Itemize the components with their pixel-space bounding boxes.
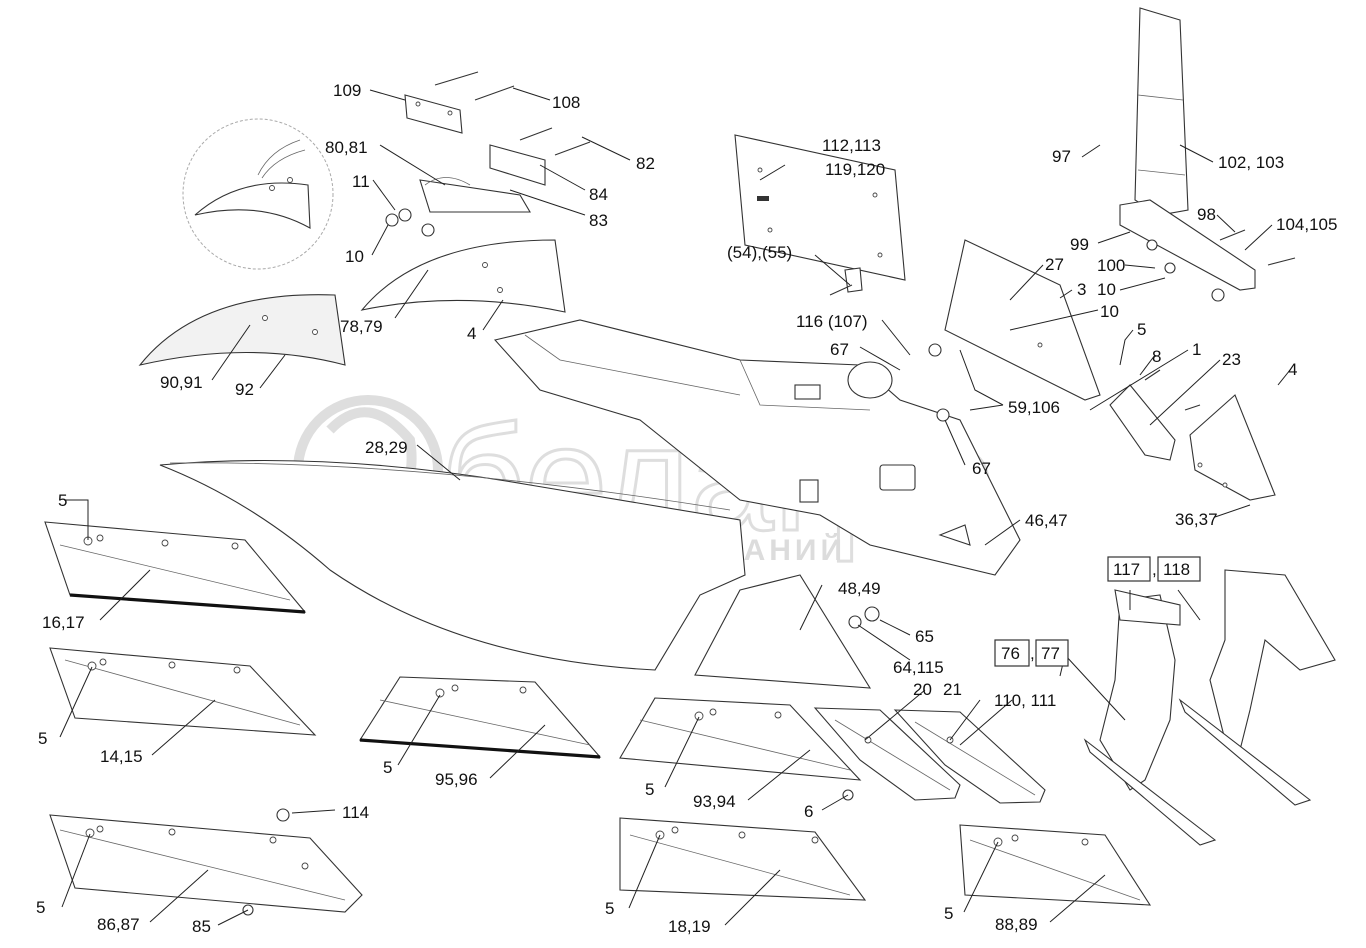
label-11: 11 [352, 172, 370, 191]
label-10-c: 10 [1100, 302, 1119, 321]
label-46-47: 46,47 [1025, 511, 1068, 530]
wing-90-91 [138, 294, 346, 366]
label-85: 85 [192, 917, 211, 936]
share-93-94 [619, 697, 862, 801]
label-78-79: 78,79 [340, 317, 383, 336]
label-54-55: (54),(55) [727, 243, 792, 262]
share-16-17 [44, 521, 307, 614]
share-86-87 [49, 808, 363, 916]
label-95-96: 95,96 [435, 770, 478, 789]
label-109: 109 [333, 81, 361, 100]
label-116-107: 116 (107) [796, 312, 868, 331]
label-comma-1: , [1152, 560, 1157, 579]
label-67-a: 67 [830, 340, 849, 359]
wing-78-79 [360, 239, 566, 313]
shank-102-103 [1134, 7, 1189, 216]
leader-lines [59, 87, 1291, 926]
label-83: 83 [589, 211, 608, 230]
label-1: 1 [1192, 340, 1201, 359]
label-92: 92 [235, 380, 254, 399]
main-frame [493, 319, 1021, 576]
bracket-104-105 [1119, 199, 1296, 302]
label-20: 20 [913, 680, 932, 699]
label-108: 108 [552, 93, 580, 112]
plate-27 [944, 239, 1101, 401]
bracket-80-81 [385, 177, 531, 237]
label-28-29: 28,29 [365, 438, 408, 457]
label-27: 27 [1045, 255, 1064, 274]
label-5-g: 5 [605, 899, 614, 918]
label-86-87: 86,87 [97, 915, 140, 934]
label-114: 114 [342, 803, 369, 822]
label-5-d: 5 [383, 758, 392, 777]
label-90-91: 90,91 [160, 373, 203, 392]
label-5-b: 5 [58, 491, 67, 510]
label-97: 97 [1052, 147, 1071, 166]
label-82: 82 [636, 154, 655, 173]
tine-110-111 [893, 709, 1046, 804]
label-23: 23 [1222, 350, 1241, 369]
part-1 [1109, 369, 1176, 461]
label-14-15: 14,15 [100, 747, 143, 766]
plate-109 [404, 71, 515, 134]
plate-84 [489, 127, 591, 186]
label-5-e: 5 [645, 780, 654, 799]
moldboard-28-29 [159, 459, 746, 671]
label-59-106: 59,106 [1008, 398, 1060, 417]
tine-20-21 [813, 707, 961, 801]
label-6: 6 [804, 802, 813, 821]
label-98: 98 [1197, 205, 1216, 224]
knife-77 [1178, 569, 1336, 806]
label-64-115: 64,115 [893, 658, 944, 677]
share-95-96 [359, 676, 602, 759]
bolt-54-55 [844, 267, 863, 293]
label-93-94: 93,94 [693, 792, 736, 811]
labels: 109 108 80,81 82 84 83 11 10 78,79 4 90,… [36, 81, 1337, 936]
label-104-105: 104,105 [1276, 215, 1337, 234]
label-5-h: 5 [944, 904, 953, 923]
label-16-17: 16,17 [42, 613, 85, 632]
label-box-118: 118 [1163, 560, 1190, 579]
label-99: 99 [1070, 235, 1089, 254]
share-18-19 [619, 817, 867, 901]
label-119-120: 119,120 [825, 160, 885, 179]
label-88-89: 88,89 [995, 915, 1038, 934]
label-box-76: 76 [1001, 644, 1020, 663]
share-48-49 [694, 574, 880, 689]
plate-112-113 [734, 134, 906, 281]
label-65: 65 [915, 627, 934, 646]
label-10-a: 10 [345, 247, 364, 266]
label-4-a: 4 [467, 324, 476, 343]
label-5-c: 5 [38, 729, 47, 748]
part-36-37 [1184, 394, 1276, 501]
label-80-81: 80,81 [325, 138, 368, 157]
label-102-103: 102, 103 [1218, 153, 1284, 172]
label-5-f: 5 [36, 898, 45, 917]
label-18-19: 18,19 [668, 917, 711, 936]
label-4-b: 4 [1288, 360, 1297, 379]
label-box-117: 117 [1113, 560, 1140, 579]
label-110-111: 110, 111 [994, 691, 1056, 710]
label-3: 3 [1077, 280, 1086, 299]
label-10-b: 10 [1097, 280, 1116, 299]
label-36-37: 36,37 [1175, 510, 1218, 529]
share-88-89 [959, 824, 1152, 906]
detail-inset [182, 118, 334, 270]
label-67-b: 67 [972, 459, 991, 478]
label-comma-2: , [1030, 644, 1035, 663]
label-8: 8 [1152, 347, 1161, 366]
label-box-77: 77 [1041, 644, 1060, 663]
label-5-a: 5 [1137, 320, 1146, 339]
label-112-113: 112,113 [822, 136, 881, 155]
knife-76 [1083, 589, 1217, 846]
share-14-15 [49, 647, 317, 736]
label-48-49: 48,49 [838, 579, 881, 598]
label-84: 84 [589, 185, 608, 204]
label-21: 21 [943, 680, 962, 699]
label-100: 100 [1097, 256, 1125, 275]
